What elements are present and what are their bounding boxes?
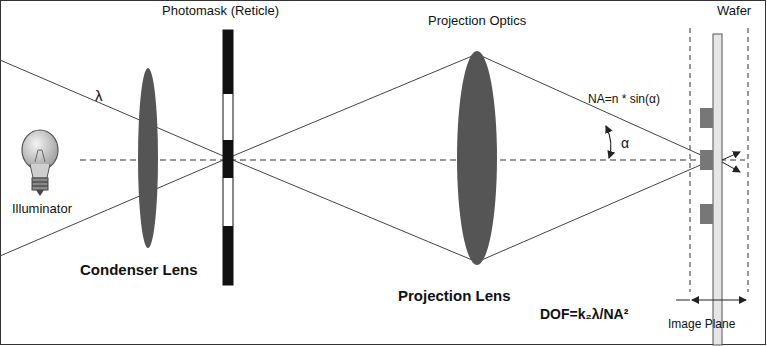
- formula-label: DOF=k₂λ/NA²: [540, 307, 628, 322]
- part-label: Wafer: [717, 4, 751, 18]
- part-label: Image Plane: [668, 318, 735, 331]
- part-label: Photomask (Reticle): [162, 4, 279, 18]
- wavelength-symbol: λ: [95, 88, 103, 105]
- part-label: Projection Lens: [398, 288, 511, 305]
- illuminator-bulb: [22, 130, 58, 196]
- formula-label: NA=n * sin(α): [588, 93, 660, 106]
- projection-lens: [457, 51, 497, 265]
- photomask: [223, 30, 233, 285]
- angle-symbol: α: [621, 136, 629, 151]
- condenser-lens: [138, 68, 158, 248]
- wafer: [713, 34, 722, 345]
- part-label: Illuminator: [12, 202, 72, 216]
- part-label: Projection Optics: [428, 14, 526, 28]
- part-label: Condenser Lens: [80, 262, 198, 279]
